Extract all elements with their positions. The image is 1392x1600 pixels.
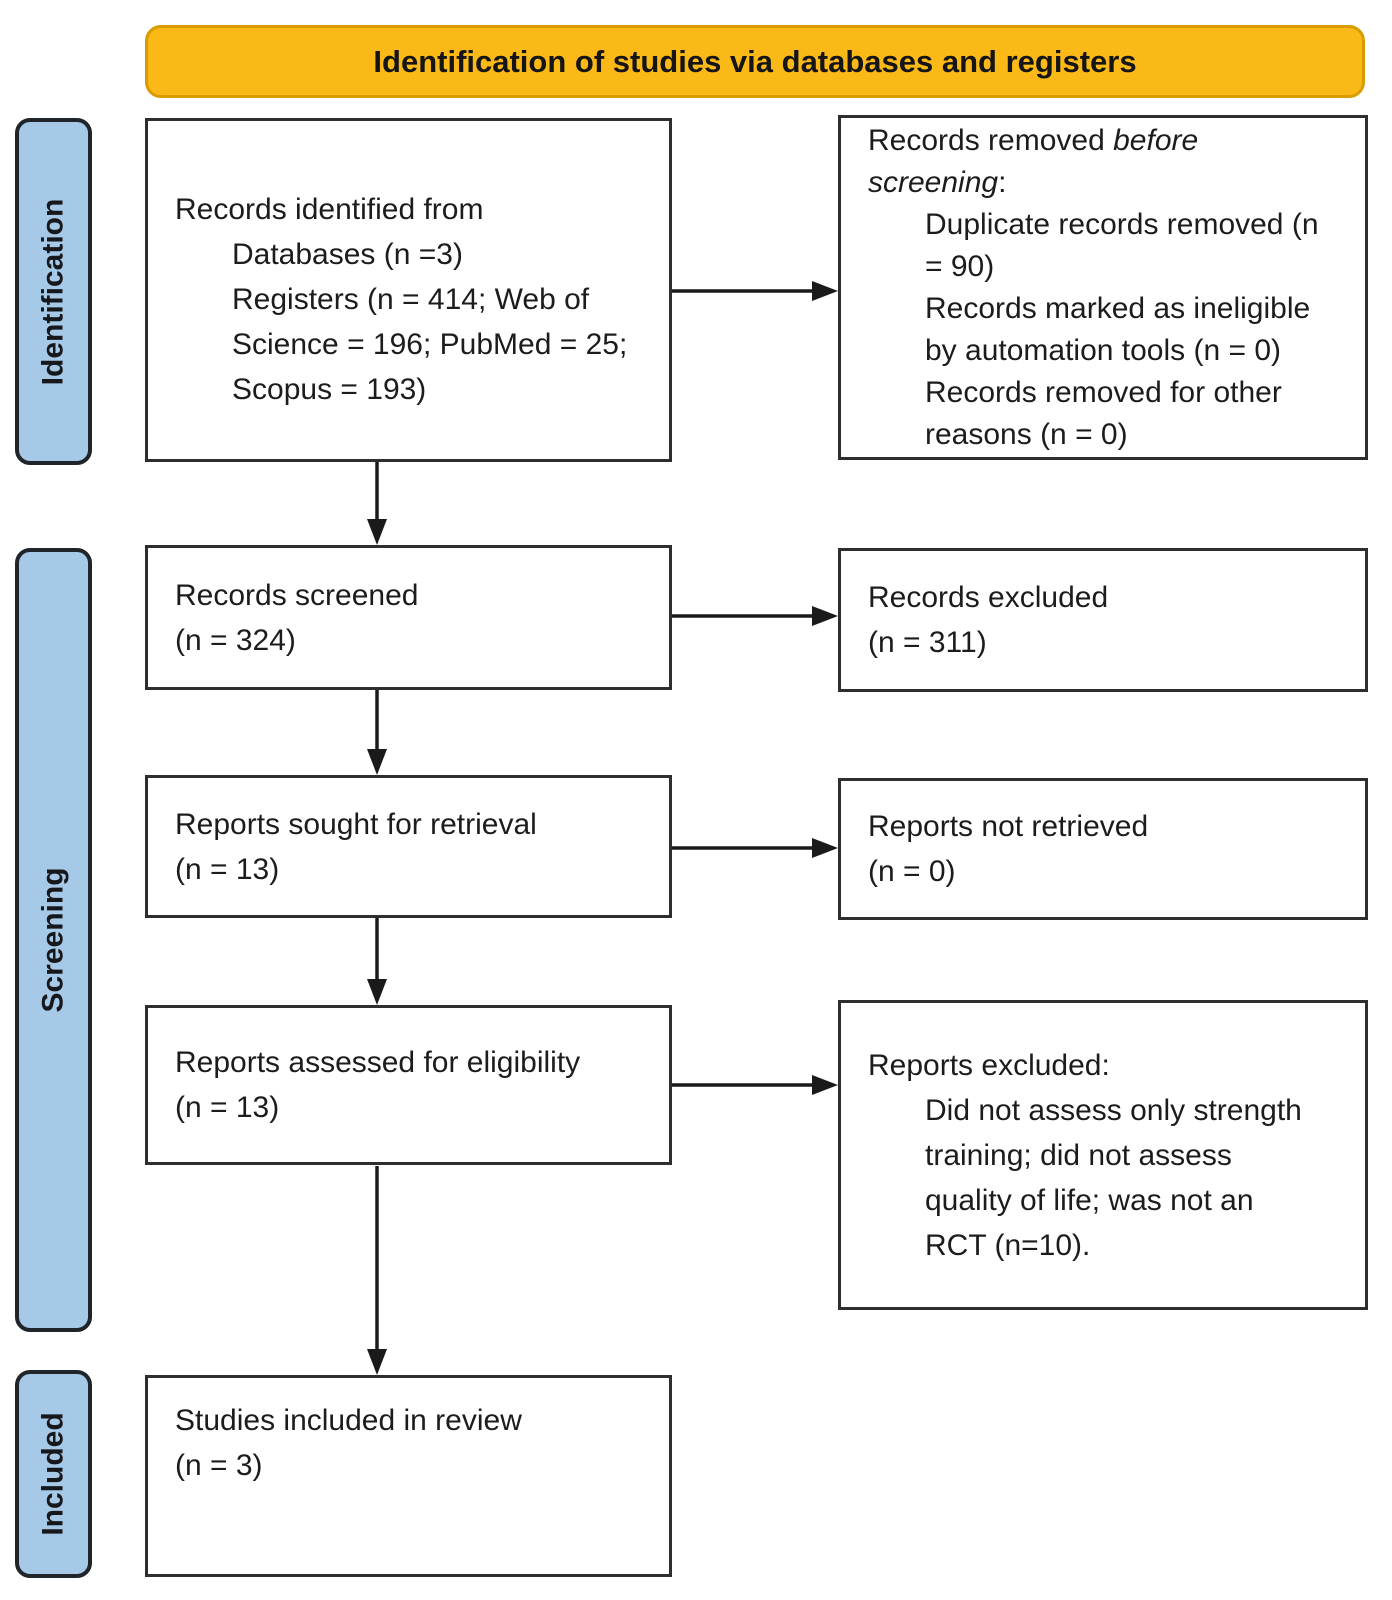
box-text-line: RCT (n=10).	[925, 1228, 1091, 1262]
box-text-line: Did not assess only strength	[925, 1093, 1302, 1127]
stage-label-screening-text: Screening	[36, 867, 70, 1013]
arrow-assessed-to-included-icon	[367, 1166, 387, 1375]
box-text-line: Reports assessed for eligibility	[175, 1046, 581, 1079]
box-text-line: by automation tools (n = 0)	[925, 333, 1282, 367]
box-text-line: Duplicate records removed (n	[925, 207, 1319, 241]
diagram-header-banner: Identification of studies via databases …	[145, 25, 1365, 98]
diagram-title: Identification of studies via databases …	[373, 43, 1137, 79]
box-reports-assessed: Reports assessed for eligibility (n = 13…	[145, 1005, 672, 1165]
arrow-sought-to-not-retrieved-icon	[672, 838, 838, 858]
stage-label-identification-text: Identification	[36, 198, 70, 385]
box-text-line: Records identified from	[175, 192, 484, 226]
box-text-line: (n = 13)	[175, 1091, 280, 1124]
box-text-line: Records removed before	[868, 120, 1357, 162]
box-text-line: Records removed for other	[925, 375, 1282, 409]
box-text-line: Reports excluded:	[868, 1048, 1110, 1082]
box-text-line: (n = 13)	[175, 852, 280, 886]
arrow-identified-to-removed-icon	[672, 281, 838, 301]
box-text-line: (n = 3)	[175, 1449, 263, 1482]
stage-label-screening: Screening	[15, 548, 92, 1332]
box-records-identified: Records identified from Databases (n =3)…	[145, 118, 672, 462]
arrow-assessed-to-reports-excluded-icon	[672, 1075, 838, 1095]
box-text-span-italic: screening	[868, 165, 999, 199]
box-text-line: reasons (n = 0)	[925, 417, 1128, 451]
stage-label-identification: Identification	[15, 118, 92, 465]
box-text-line: Reports not retrieved	[868, 810, 1149, 843]
box-records-screened: Records screened (n = 324)	[145, 545, 672, 690]
stage-label-included: Included	[15, 1370, 92, 1578]
box-text-line: Science = 196; PubMed = 25;	[232, 327, 628, 361]
box-text-span-italic: before	[1113, 123, 1199, 157]
box-text-line: training; did not assess	[925, 1138, 1232, 1172]
box-text-line: Reports sought for retrieval	[175, 807, 537, 841]
box-text-line: quality of life; was not an	[925, 1183, 1254, 1217]
box-reports-not-retrieved: Reports not retrieved (n = 0)	[838, 778, 1368, 920]
box-text-span: Records removed	[868, 123, 1114, 157]
box-text-span: :	[998, 165, 1007, 199]
arrow-screened-to-excluded-icon	[672, 606, 838, 626]
box-studies-included: Studies included in review (n = 3)	[145, 1375, 672, 1577]
box-text-line: Records excluded	[868, 581, 1109, 614]
arrow-screened-to-sought-icon	[367, 690, 387, 775]
box-text-line: screening:	[868, 162, 1357, 204]
box-text-line: (n = 324)	[175, 623, 296, 657]
arrow-sought-to-assessed-icon	[367, 918, 387, 1005]
box-text-line: (n = 0)	[868, 855, 956, 888]
box-text-line: Records screened	[175, 578, 419, 612]
box-text-line: (n = 311)	[868, 626, 987, 659]
arrow-identified-to-screened-icon	[367, 462, 387, 545]
box-records-excluded: Records excluded (n = 311)	[838, 548, 1368, 692]
box-records-removed-before-screening: Records removed before screening: Duplic…	[838, 115, 1368, 460]
box-text-line: Records marked as ineligible	[925, 291, 1311, 325]
box-text-line: Databases (n =3)	[232, 237, 463, 271]
box-text-line: Scopus = 193)	[232, 372, 427, 406]
box-text-line: Studies included in review	[175, 1404, 522, 1437]
box-reports-excluded: Reports excluded: Did not assess only st…	[838, 1000, 1368, 1310]
box-text-line: Registers (n = 414; Web of	[232, 282, 590, 316]
box-reports-sought: Reports sought for retrieval (n = 13)	[145, 775, 672, 918]
box-text-line: = 90)	[925, 249, 995, 283]
stage-label-included-text: Included	[36, 1412, 70, 1536]
